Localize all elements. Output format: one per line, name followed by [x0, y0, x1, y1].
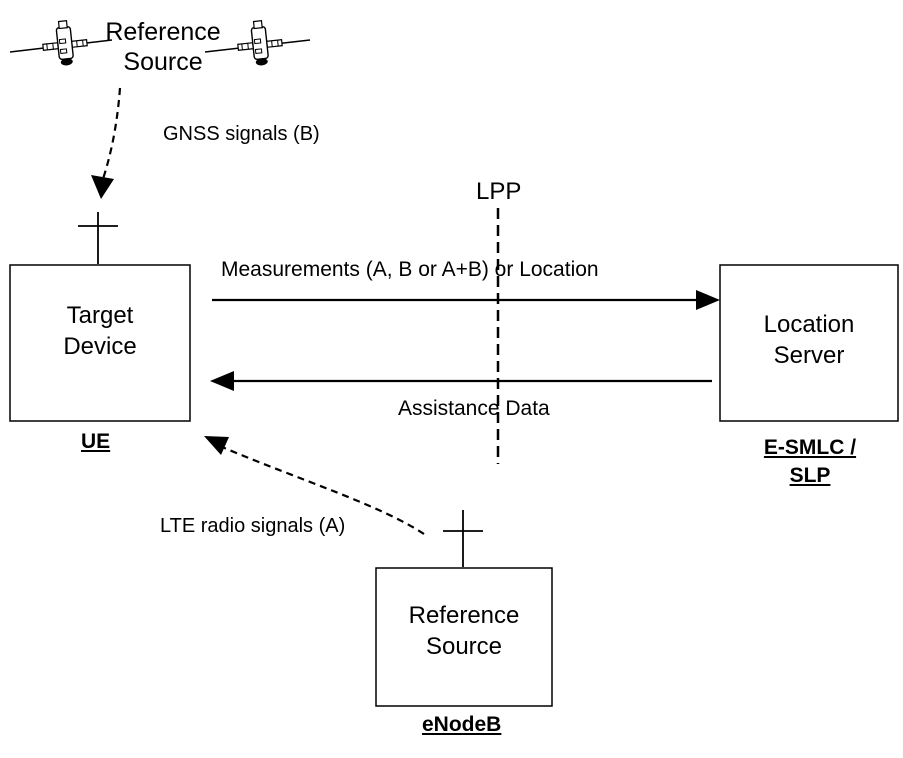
satellite-source-line1: Reference [105, 18, 221, 46]
satellite-left-icon [9, 18, 113, 69]
gnss-signals-label: GNSS signals (B) [163, 123, 320, 145]
satellite-source-label: Reference Source [88, 17, 238, 77]
measurements-arrowhead [696, 290, 720, 310]
enodeb-source-line2: Source [425, 633, 503, 660]
lte-signal-arrow [221, 445, 425, 535]
ue-id-label: UE [81, 430, 111, 453]
assistance-data-label: Assistance Data [398, 397, 550, 420]
assistance-arrowhead [210, 371, 234, 391]
enodeb-source-label: Reference Source [376, 600, 552, 662]
gnss-signal-arrow [100, 87, 122, 183]
location-server-label: Location Server [720, 309, 898, 371]
location-server-line1: Location [763, 311, 855, 338]
measurements-label: Measurements (A, B or A+B) or Location [221, 258, 599, 281]
server-id-line2: SLP [789, 464, 831, 487]
satellite-right-icon [204, 18, 311, 69]
target-device-line2: Device [63, 333, 137, 360]
location-server-line2: Server [773, 342, 845, 369]
location-server-box [719, 264, 899, 422]
target-device-label: Target Device [10, 300, 190, 362]
lte-arrowhead [204, 436, 229, 455]
enodeb-id-label: eNodeB [422, 713, 502, 736]
target-device-line1: Target [66, 302, 134, 329]
enodeb-box [375, 567, 553, 707]
server-id-label: E-SMLC / SLP [745, 434, 875, 490]
gnss-arrowhead [91, 175, 114, 199]
target-device-box [9, 264, 191, 422]
enodeb-antenna-icon [443, 510, 483, 567]
satellite-source-line2: Source [123, 48, 203, 76]
lte-signals-label: LTE radio signals (A) [160, 515, 346, 537]
lpp-label: LPP [476, 178, 522, 205]
server-id-line1: E-SMLC / [763, 436, 857, 459]
enodeb-source-line1: Reference [408, 602, 520, 629]
ue-antenna-icon [78, 212, 118, 264]
